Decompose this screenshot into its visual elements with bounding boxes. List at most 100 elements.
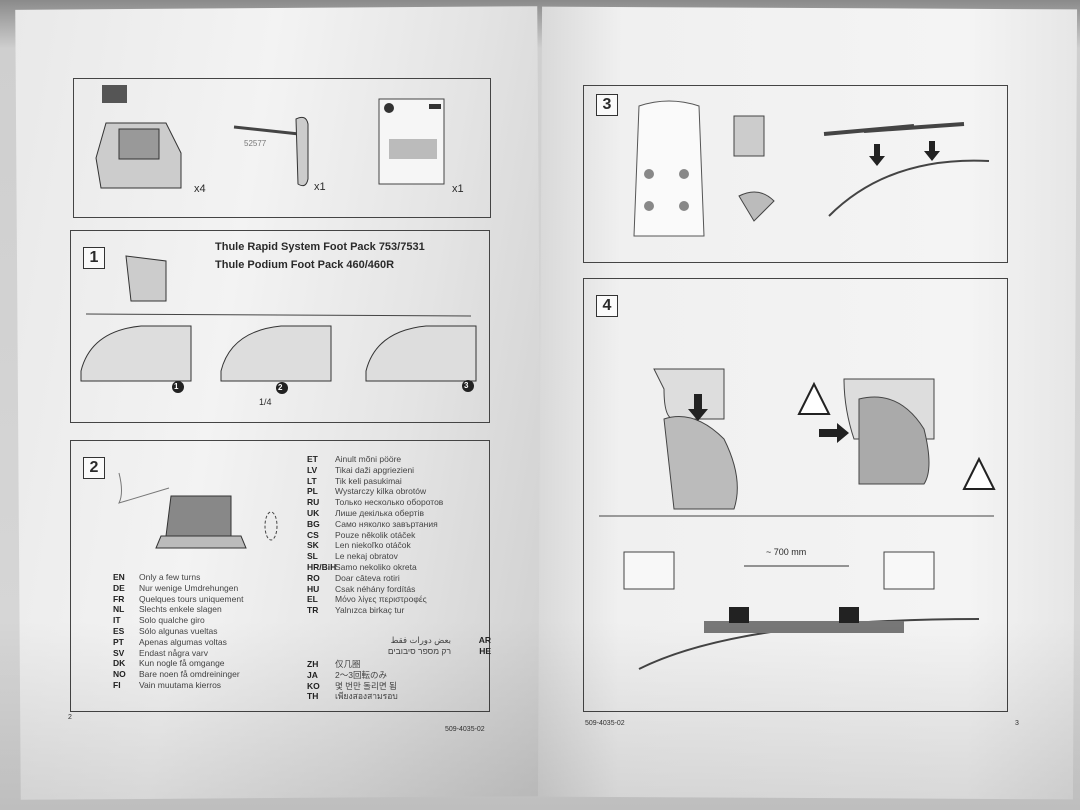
translation-text: Tik keli pasukimai — [335, 475, 402, 486]
language-code: KO — [307, 680, 320, 691]
translation-text: Лише декілька обертів — [335, 507, 424, 518]
translation-row: BG Само няколко завъртания — [307, 519, 443, 530]
translation-text: Pouze několik otáček — [335, 529, 416, 540]
translation-text: 2～3回転のみ — [335, 669, 387, 680]
language-code: ET — [307, 454, 318, 464]
language-code: HU — [307, 583, 320, 594]
translation-row: SV Endast några varv — [113, 648, 243, 659]
language-code: UK — [307, 507, 320, 518]
translations-asian: ZH 仅几圈 JA 2～3回転のみ KO 몇 번만 돌리면 됨 TH เพียงสองสามร… — [307, 659, 398, 702]
step-1-illustration — [80, 255, 477, 394]
translation-text: Solo qualche giro — [139, 615, 205, 626]
language-code: HR/BiH — [307, 561, 337, 572]
translation-text: Sólo algunas vueltas — [139, 625, 218, 636]
language-code: LV — [307, 464, 318, 475]
translation-row: ET Ainult mõni pööre — [307, 454, 443, 465]
language-code: ES — [113, 625, 125, 636]
translation-text: 몇 번만 돌리면 됨 — [335, 680, 397, 691]
translation-text: Doar câteva rotiri — [335, 572, 400, 583]
language-code: RU — [307, 497, 320, 508]
translation-row: NL Slechts enkele slagen — [113, 604, 243, 615]
translation-row: CS Pouze několik otáček — [307, 530, 443, 541]
translation-row: ES Sólo algunas vueltas — [113, 626, 243, 637]
translation-text: Ainult mõni pööre — [335, 454, 402, 464]
translation-text: Slechts enkele slagen — [139, 604, 222, 615]
translation-row: SK Len niekoľko otáčok — [307, 540, 443, 551]
callout-3: 3 — [464, 381, 469, 390]
language-code: TR — [307, 605, 319, 616]
translation-text: เพียงสองสามรอบ — [335, 691, 398, 702]
language-code: NL — [113, 604, 125, 615]
language-code: ZH — [307, 659, 319, 669]
callout-1: 1 — [174, 382, 179, 391]
language-code: IT — [113, 615, 121, 626]
language-code: EL — [307, 594, 318, 605]
translation-text: Le nekaj obratov — [335, 551, 398, 562]
language-code: SL — [307, 551, 318, 562]
wrench-part-number: 52577 — [244, 139, 267, 148]
translation-row: EN Only a few turns — [113, 572, 243, 583]
language-code: PL — [307, 486, 318, 497]
translation-row: ZH 仅几圈 — [307, 659, 398, 670]
translation-text: Bare noen få omdreininger — [139, 669, 240, 680]
translation-text: Samo nekoliko okreta — [335, 561, 417, 572]
language-code: CS — [307, 529, 319, 540]
translation-text: Csak néhány fordítás — [335, 583, 416, 594]
translation-text: Wystarczy kilka obrotów — [335, 486, 427, 497]
product-line-2: Thule Podium Foot Pack 460/460R — [215, 259, 395, 271]
translation-text: Только несколько оборотов — [335, 497, 444, 508]
language-code: FR — [113, 593, 125, 604]
translation-text: Само няколко завъртания — [335, 518, 438, 529]
translation-row: JA 2～3回転のみ — [307, 670, 398, 681]
translation-row: RO Doar câteva rotiri — [307, 573, 443, 584]
qty-feet: x4 — [194, 183, 206, 195]
translation-text: Apenas algumas voltas — [139, 636, 227, 647]
language-code: SV — [113, 647, 125, 658]
translation-text: Nur wenige Umdrehungen — [139, 582, 239, 593]
translation-text: Kun nogle få omgange — [139, 658, 225, 669]
language-code: EN — [113, 572, 125, 582]
step-2-illustration — [118, 472, 278, 549]
doc-code: 509-4035-02 — [585, 720, 625, 727]
step-number: 4 — [596, 295, 618, 317]
step-3-illustration — [633, 100, 990, 237]
translation-text: Quelques tours uniquement — [139, 593, 244, 604]
step-number: 2 — [83, 457, 105, 479]
translation-row: RU Только несколько оборотов — [307, 497, 443, 508]
language-code: RO — [307, 572, 320, 583]
distance-label: ~ 700 mm — [766, 547, 807, 557]
language-code: SK — [307, 540, 319, 551]
translation-row: SL Le nekaj obratov — [307, 551, 443, 562]
translation-row: PL Wystarczy kilka obrotów — [307, 486, 443, 497]
foot-illustration — [95, 85, 445, 189]
step-4-box: 4 ~ 700 mm — [583, 278, 1008, 712]
page-number: 2 — [68, 714, 72, 721]
translation-text: 仅几圈 — [335, 659, 361, 669]
translation-text: רק מספר סיבובים — [387, 645, 451, 656]
language-code: JA — [307, 669, 318, 680]
translation-row: HU Csak néhány fordítás — [307, 584, 443, 595]
translation-text: Only a few turns — [139, 572, 201, 582]
quarter-turn-label: 1/4 — [259, 397, 272, 407]
translation-row: TH เพียงสองสามรอบ — [307, 691, 398, 702]
language-code: FI — [113, 679, 121, 690]
translation-row: IT Solo qualche giro — [113, 615, 243, 626]
package-contents-box: x4 52577 x1 x1 — [73, 78, 491, 218]
language-code: BG — [307, 518, 320, 529]
translation-text: Endast några varv — [139, 647, 208, 658]
callout-2: 2 — [278, 383, 283, 392]
language-code: TH — [307, 691, 319, 702]
translation-text: Len niekoľko otáčok — [335, 540, 411, 551]
translation-row: UK Лише декілька обертів — [307, 508, 443, 519]
page-number: 3 — [1015, 720, 1019, 727]
